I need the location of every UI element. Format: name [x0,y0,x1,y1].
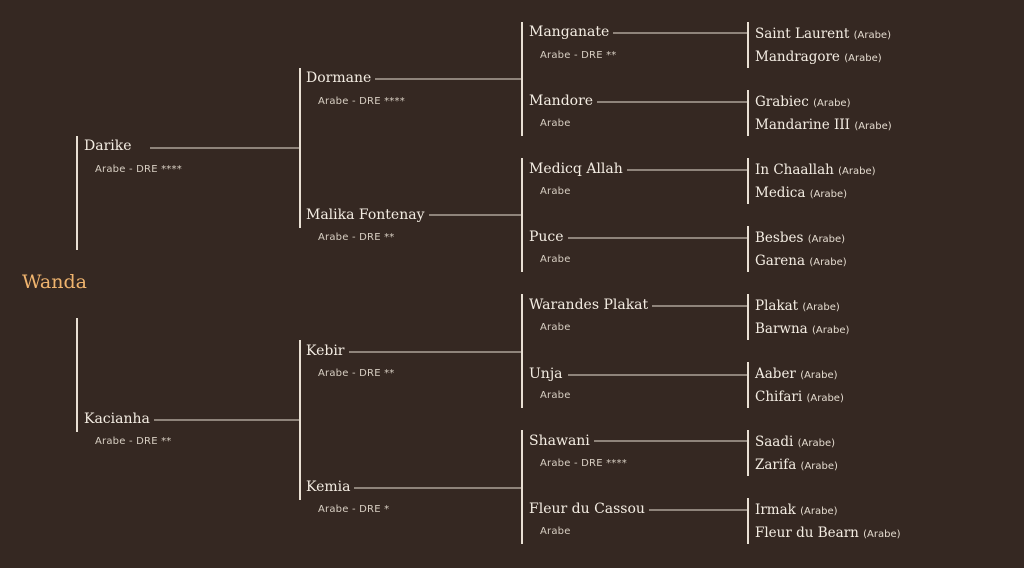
ddds-breed: (Arabe) [800,506,838,517]
sire-dam-info: Arabe - DRE ** [318,232,395,243]
ddsd-entry[interactable]: Zarifa (Arabe) [755,457,842,475]
sds-info: Arabe [540,186,571,197]
ssds-breed: (Arabe) [813,98,851,109]
dssd-entry[interactable]: Barwna (Arabe) [755,321,854,339]
sire-sire-name[interactable]: Dormane [306,70,376,86]
dam-dam-info: Arabe - DRE * [318,504,390,515]
dsds-entry[interactable]: Aaber (Arabe) [755,366,842,384]
sire-info: Arabe - DRE **** [95,164,182,175]
sds-name[interactable]: Medicq Allah [529,161,627,177]
ddss-name: Saadi [755,434,794,450]
ssss-entry[interactable]: Saint Laurent (Arabe) [755,26,895,44]
dsss-name: Plakat [755,298,799,314]
ddds-name: Irmak [755,502,796,518]
dsds-name: Aaber [755,366,796,382]
dsd-name[interactable]: Unja [529,366,567,382]
sddd-name: Garena [755,253,806,269]
ddss-breed: (Arabe) [797,438,835,449]
sdss-breed: (Arabe) [838,166,876,177]
dssd-breed: (Arabe) [812,325,850,336]
dds-name[interactable]: Shawani [529,433,594,449]
dsdd-name: Chifari [755,389,803,405]
sdss-name: In Chaallah [755,162,834,178]
dsd-info: Arabe [540,390,571,401]
sire-dam-name[interactable]: Malika Fontenay [306,207,429,223]
dam-sire-info: Arabe - DRE ** [318,368,395,379]
dds-info: Arabe - DRE **** [540,458,627,469]
dam-sire-name[interactable]: Kebir [306,343,349,359]
ddd-info: Arabe [540,526,571,537]
sddd-entry[interactable]: Garena (Arabe) [755,253,851,271]
sss-info: Arabe - DRE ** [540,50,617,61]
dsss-breed: (Arabe) [802,302,840,313]
ddd-name[interactable]: Fleur du Cassou [529,501,649,517]
sssd-name: Mandragore [755,49,840,65]
ssds-name: Grabiec [755,94,809,110]
sssd-entry[interactable]: Mandragore (Arabe) [755,49,886,67]
sdd-name[interactable]: Puce [529,229,568,245]
ssdd-name: Mandarine III [755,117,851,133]
sdds-breed: (Arabe) [807,234,846,245]
ssds-entry[interactable]: Grabiec (Arabe) [755,94,855,112]
dam-info: Arabe - DRE ** [95,436,172,447]
sdsd-breed: (Arabe) [809,189,848,200]
sssd-breed: (Arabe) [844,53,882,64]
sdds-entry[interactable]: Besbes (Arabe) [755,230,850,248]
sdsd-name: Medica [755,185,806,201]
dsds-breed: (Arabe) [800,370,838,381]
sddd-breed: (Arabe) [809,257,847,268]
dsdd-breed: (Arabe) [806,393,844,404]
ssd-info: Arabe [540,118,571,129]
sire-name[interactable]: Darike [84,138,136,154]
dsss-entry[interactable]: Plakat (Arabe) [755,298,844,316]
dam-dam-name[interactable]: Kemia [306,479,355,495]
ssdd-entry[interactable]: Mandarine III (Arabe) [755,117,896,135]
subject-name: Wanda [22,271,87,293]
sss-name[interactable]: Manganate [529,24,614,40]
sdss-entry[interactable]: In Chaallah (Arabe) [755,162,880,180]
dssd-name: Barwna [755,321,808,337]
dss-info: Arabe [540,322,571,333]
dam-name[interactable]: Kacianha [84,411,154,427]
ddss-entry[interactable]: Saadi (Arabe) [755,434,839,452]
ssd-name[interactable]: Mandore [529,93,598,109]
sdsd-entry[interactable]: Medica (Arabe) [755,185,852,203]
ssss-breed: (Arabe) [853,30,891,41]
ddds-entry[interactable]: Irmak (Arabe) [755,502,842,520]
dddd-entry[interactable]: Fleur du Bearn (Arabe) [755,525,905,543]
sdd-info: Arabe [540,254,571,265]
sdds-name: Besbes [755,230,804,246]
dddd-breed: (Arabe) [863,529,901,540]
ssdd-breed: (Arabe) [854,121,892,132]
ddsd-name: Zarifa [755,457,797,473]
dss-name[interactable]: Warandes Plakat [529,297,653,313]
ddsd-breed: (Arabe) [800,461,838,472]
dsdd-entry[interactable]: Chifari (Arabe) [755,389,848,407]
sire-sire-info: Arabe - DRE **** [318,96,405,107]
ssss-name: Saint Laurent [755,26,850,42]
dddd-name: Fleur du Bearn [755,525,859,541]
